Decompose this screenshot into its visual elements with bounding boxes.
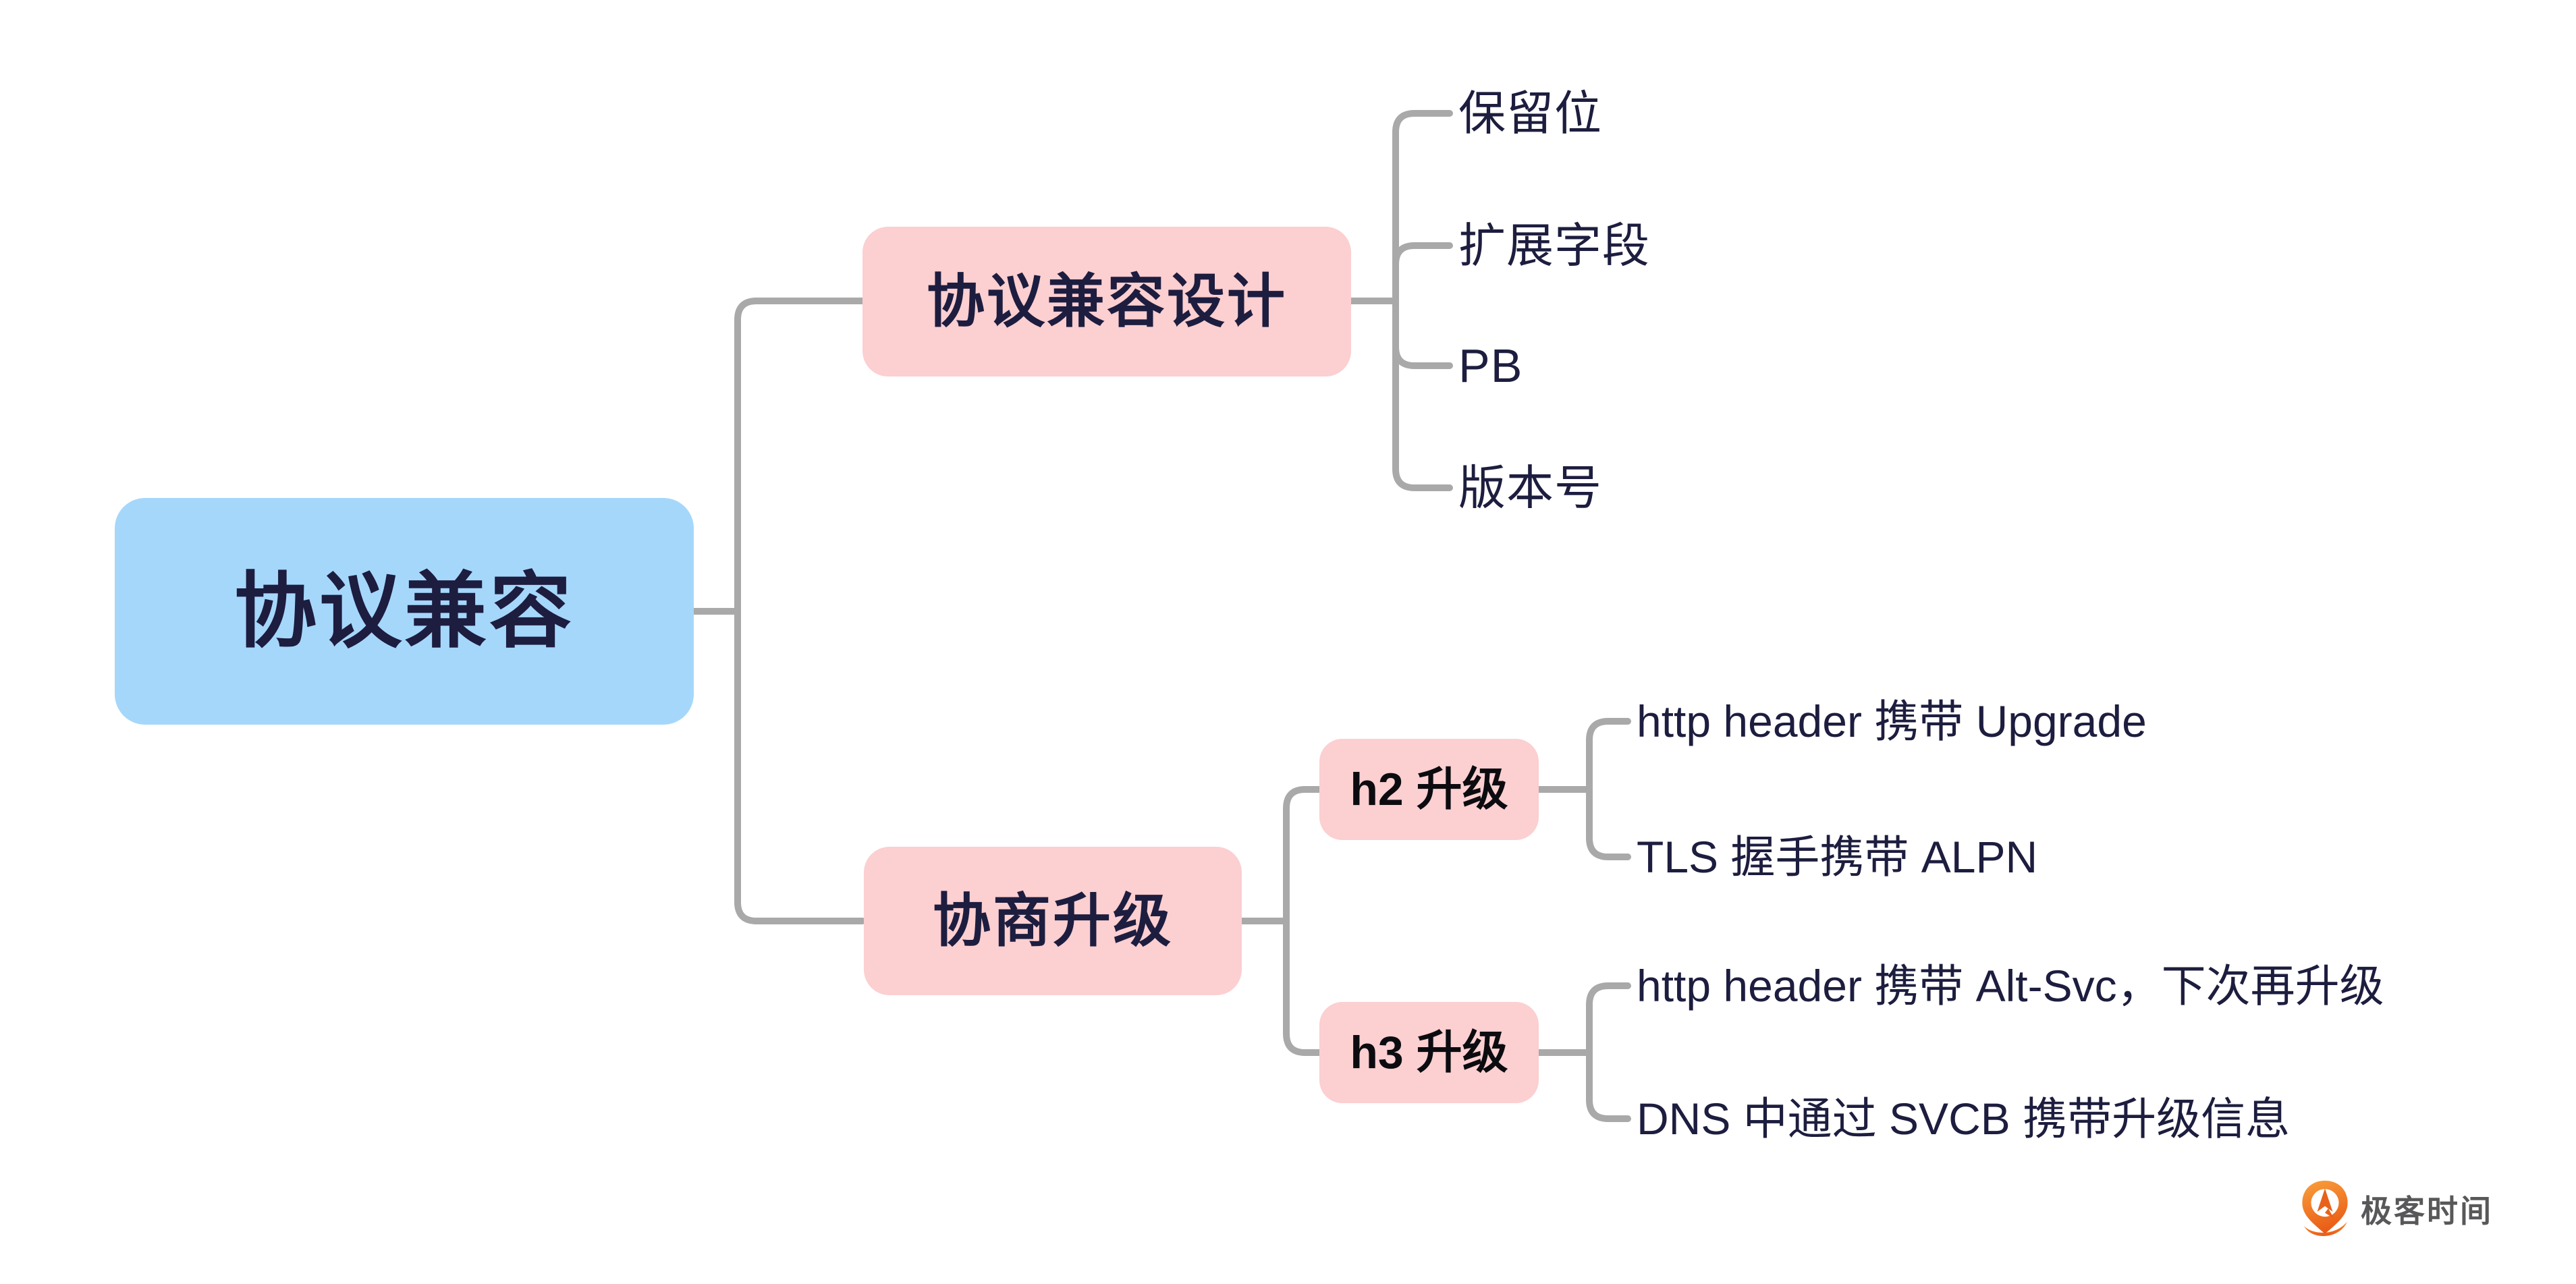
leaf-version-number: 版本号 — [1458, 462, 1602, 514]
connector-h2-leaf1 — [1586, 718, 1631, 793]
leaf-pb: PB — [1458, 339, 1523, 392]
leaf-reserved-bits: 保留位 — [1458, 87, 1602, 140]
geektime-logo: 极客时间 — [2297, 1179, 2493, 1243]
connector-design-leaf3 — [1392, 343, 1453, 369]
branch-node-negotiate-upgrade: 协商升级 — [864, 847, 1242, 995]
connector-trunk-to-design — [734, 298, 866, 615]
leaf-http-header-alt-svc: http header 携带 Alt-Svc，下次再升级 — [1637, 961, 2384, 1011]
root-node: 协议兼容 — [115, 498, 694, 725]
branch-node-protocol-design: 协议兼容设计 — [862, 227, 1351, 376]
geektime-logo-text: 极客时间 — [2361, 1194, 2493, 1229]
subnode-h2-upgrade: h2 升级 — [1319, 739, 1539, 840]
connector-trunk-to-upgrade — [734, 608, 866, 924]
leaf-extension-fields: 扩展字段 — [1458, 219, 1650, 272]
subnode-h3-upgrade: h3 升级 — [1319, 1002, 1539, 1103]
connector-design-leaf2 — [1392, 242, 1453, 268]
connector-design-leaf4 — [1392, 298, 1453, 491]
leaf-tls-alpn: TLS 握手携带 ALPN — [1637, 832, 2038, 882]
connector-h2-leaf2 — [1586, 786, 1631, 860]
connector-upgrade-to-h2 — [1283, 786, 1323, 924]
leaf-dns-svcb: DNS 中通过 SVCB 携带升级信息 — [1637, 1094, 2291, 1144]
connector-upgrade-to-h3 — [1283, 918, 1323, 1056]
geektime-pin-icon — [2302, 1180, 2348, 1236]
connector-h3-leaf1 — [1586, 982, 1631, 1056]
leaf-http-header-upgrade: http header 携带 Upgrade — [1637, 696, 2147, 746]
connector-design-leaf1 — [1392, 110, 1453, 304]
connector-h3-leaf2 — [1586, 1049, 1631, 1122]
